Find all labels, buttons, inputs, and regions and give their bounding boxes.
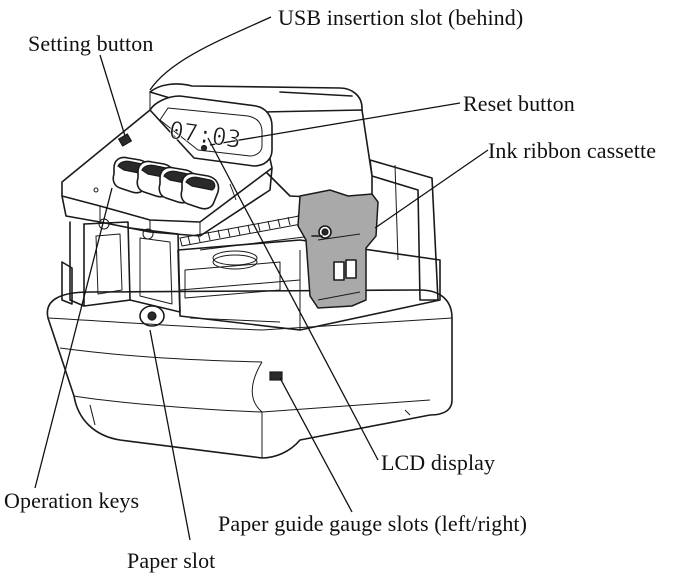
leader-setting (99, 54, 126, 137)
top-cover (61, 83, 373, 237)
leader-lines (34, 16, 489, 541)
leader-paper-slot (149, 329, 191, 541)
reset-button[interactable] (200, 144, 208, 152)
leader-reset (209, 102, 461, 146)
setting-button-label: Setting button (28, 31, 154, 56)
leader-operation-keys (34, 187, 113, 489)
leader-ink-ribbon (374, 149, 489, 229)
setting-button[interactable] (117, 133, 133, 147)
reset-button-label: Reset button (463, 91, 575, 116)
ink-ribbon-label: Ink ribbon cassette (488, 138, 657, 163)
lcd-display-label: LCD display (381, 450, 496, 475)
operation-key-4[interactable] (180, 172, 220, 210)
leader-paper-guide (279, 377, 353, 513)
paper-slot-label: Paper slot (127, 548, 216, 573)
operation-keys-label: Operation keys (4, 488, 140, 513)
ink-ribbon-cassette-shape (297, 189, 379, 309)
base-housing (46, 289, 453, 459)
leader-lcd (207, 137, 379, 461)
usb-slot-label: USB insertion slot (behind) (278, 5, 524, 30)
paper-guide-label: Paper guide gauge slots (left/right) (218, 511, 528, 536)
leader-usb (149, 16, 272, 91)
